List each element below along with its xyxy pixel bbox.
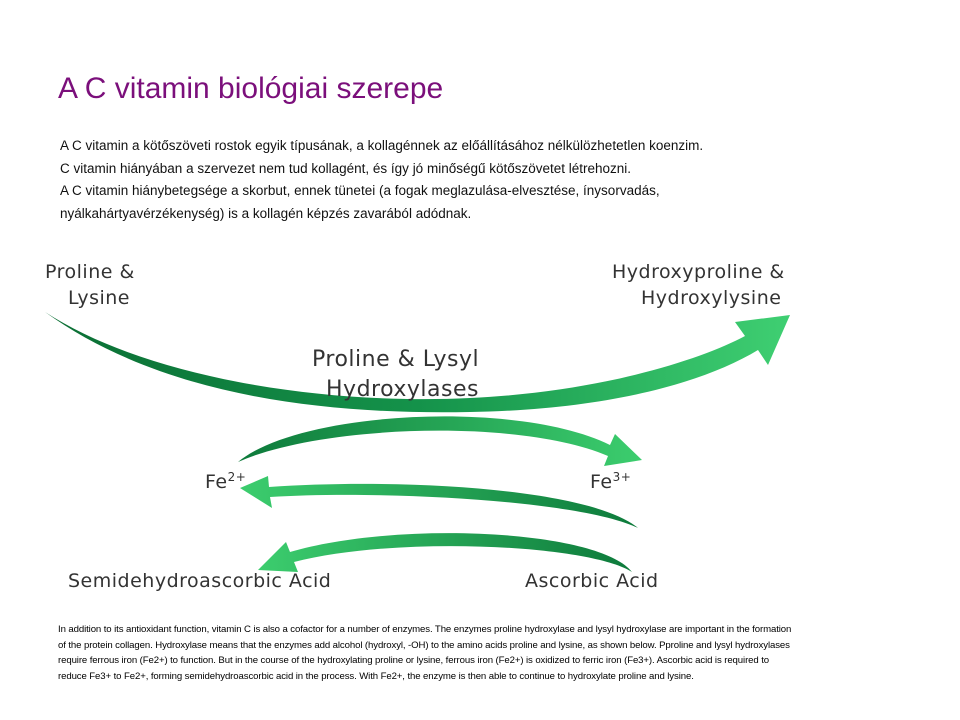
intro-line: C vitamin hiányában a szervezet nem tud … <box>60 160 632 176</box>
slide-title: A C vitamin biológiai szerepe <box>58 72 444 105</box>
ascorbic-to-semi-arrow <box>258 533 632 572</box>
substrate-label: Proline & <box>45 261 135 283</box>
semidehydroascorbic-label: Semidehydroascorbic Acid <box>68 570 331 592</box>
intro-line: A C vitamin a kötőszöveti rostok egyik t… <box>60 138 704 153</box>
intro-line: nyálkahártyavérzékenység) is a kollagén … <box>60 205 472 221</box>
footer-line: In addition to its antioxidant function,… <box>58 624 792 635</box>
substrate-label: Lysine <box>68 287 130 309</box>
ascorbic-acid-label: Ascorbic Acid <box>525 570 659 592</box>
product-label: Hydroxyproline & <box>612 261 785 283</box>
fe3-label: Fe3+ <box>590 470 631 493</box>
enzyme-label: Hydroxylases <box>326 377 479 402</box>
main-arrow <box>45 312 790 413</box>
enzyme-label: Proline & Lysyl <box>312 347 479 372</box>
footer-line: require ferrous iron (Fe2+) to function.… <box>58 655 769 667</box>
intro-text: A C vitamin a kötőszöveti rostok egyik t… <box>60 135 703 225</box>
product-label: Hydroxylysine <box>641 287 781 309</box>
footer-line: of the protein collagen. Hydroxylase mea… <box>58 639 790 651</box>
footer-text: In addition to its antioxidant function,… <box>58 622 791 684</box>
intro-line: A C vitamin hiánybetegsége a skorbut, en… <box>60 183 660 198</box>
fe2-to-fe3-arrow <box>238 416 642 466</box>
footer-line: reduce Fe3+ to Fe2+, forming semidehydro… <box>58 670 694 682</box>
fe3-to-fe2-arrow <box>240 476 638 528</box>
fe2-label: Fe2+ <box>205 470 246 493</box>
